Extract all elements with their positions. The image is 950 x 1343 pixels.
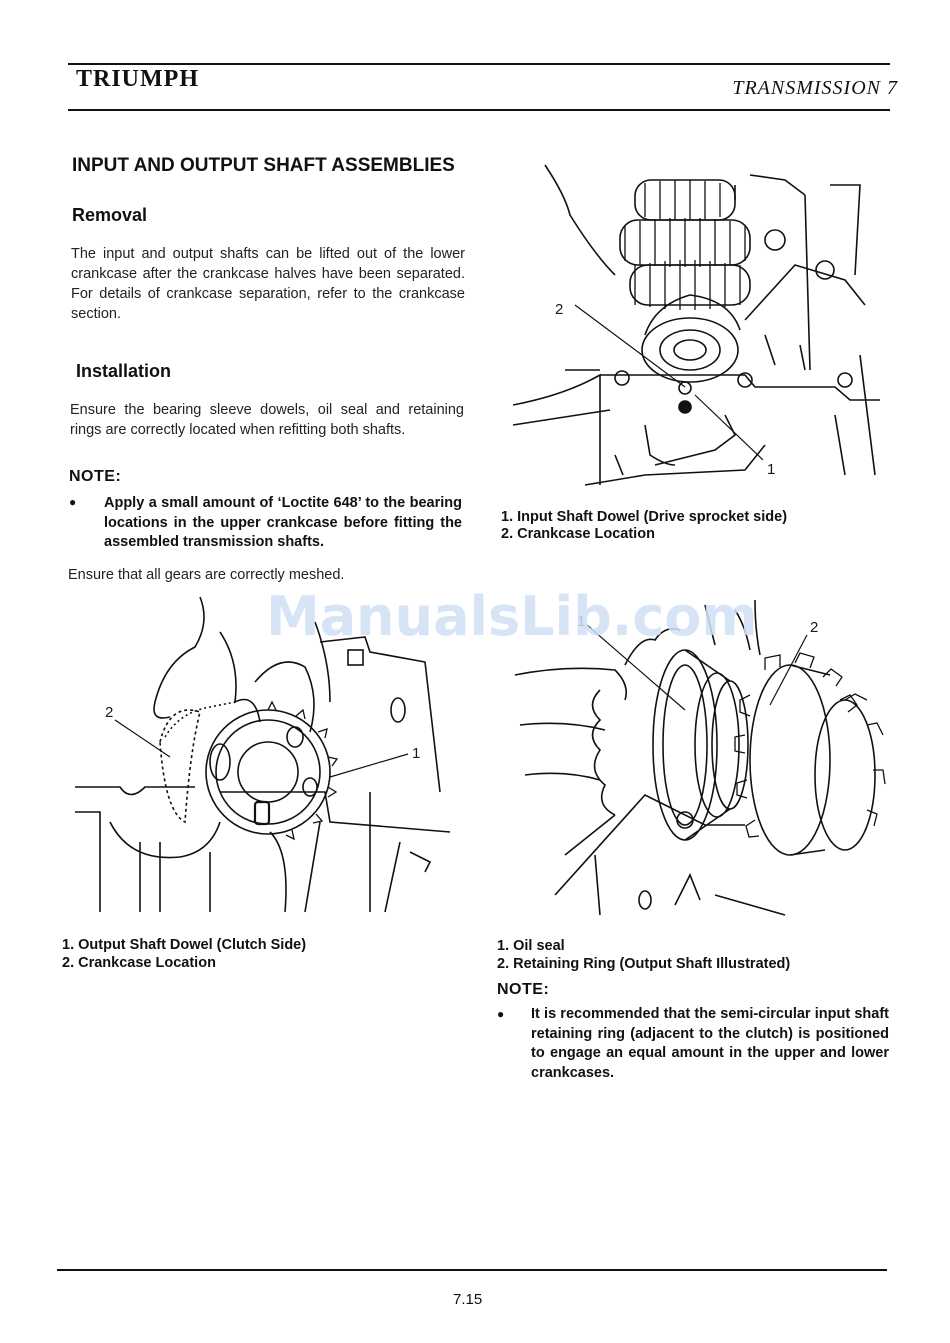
figure-top-right-caption-1: 1. Input Shaft Dowel (Drive sprocket sid…: [501, 509, 788, 525]
figure-input-shaft-dowel: 2 1: [505, 155, 895, 495]
figure-bottom-right-label-1: 1: [577, 613, 586, 630]
removal-text: The input and output shafts can be lifte…: [71, 246, 465, 322]
chapter-title: TRANSMISSION 7: [732, 77, 898, 99]
removal-heading: Removal: [72, 205, 148, 225]
figure-bottom-right-caption-1: 1. Oil seal: [497, 938, 565, 954]
figure-bottom-right-caption-2: 2. Retaining Ring (Output Shaft Illustra…: [497, 956, 791, 972]
figure-output-shaft-dowel: 2 1: [70, 592, 455, 922]
note2-bullet-icon: ●: [497, 1007, 505, 1021]
figure-top-right-caption-2: 2. Crankcase Location: [501, 526, 655, 542]
brand-logo: TRIUMPH: [76, 66, 199, 92]
watermark: ManualsLib.com: [266, 585, 758, 648]
figure-bottom-left-label-1: 1: [412, 745, 421, 762]
figure-top-right-label-2: 2: [555, 301, 564, 318]
header-top-rule: [68, 63, 890, 65]
figure-oil-seal-retaining-ring: 1 2: [505, 595, 890, 925]
note-bullet-text: Apply a small amount of ‘Loctite 648’ to…: [104, 495, 462, 550]
figure-top-right-label-1: 1: [767, 461, 776, 478]
header-bottom-rule: [68, 109, 890, 111]
installation-text: Ensure the bearing sleeve dowels, oil se…: [70, 402, 464, 438]
mesh-text: Ensure that all gears are correctly mesh…: [68, 567, 345, 583]
installation-heading: Installation: [76, 361, 172, 381]
page-number: 7.15: [453, 1291, 483, 1308]
figure-bottom-left-caption-1: 1. Output Shaft Dowel (Clutch Side): [62, 937, 307, 953]
note-bullet-icon: ●: [69, 495, 77, 509]
footer-rule: [57, 1269, 887, 1271]
section-title: INPUT AND OUTPUT SHAFT ASSEMBLIES: [72, 155, 455, 176]
figure-bottom-right-label-2: 2: [810, 619, 819, 636]
note-heading: NOTE:: [69, 468, 122, 485]
figure-bottom-left-label-2: 2: [105, 704, 114, 721]
note2-heading: NOTE:: [497, 981, 550, 998]
note2-bullet-text: It is recommended that the semi-circular…: [531, 1006, 889, 1081]
figure-bottom-left-caption-2: 2. Crankcase Location: [62, 955, 216, 971]
